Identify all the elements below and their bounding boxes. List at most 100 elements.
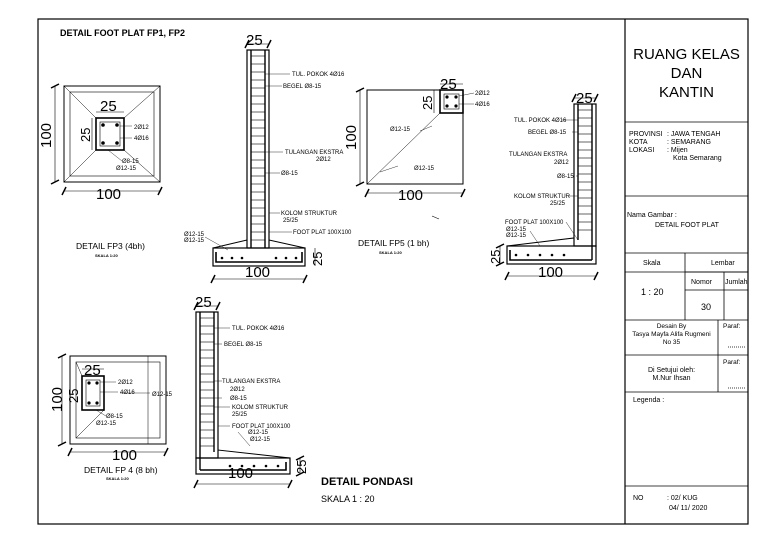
fp5-plan (355, 83, 475, 220)
fp5-dim-width: 100 (398, 187, 423, 204)
kota-label: KOTA (629, 139, 648, 146)
section-2-d1: Ø12-15 (506, 227, 527, 233)
section-3-sengkang: Ø8-15 (230, 396, 247, 402)
section-3 (193, 301, 305, 489)
designer-no: No 35 (662, 339, 681, 346)
fp3-col-width: 25 (100, 98, 117, 115)
fp3-dim-height: 100 (38, 123, 55, 148)
section-1-begel: BEGEL Ø8-15 (283, 84, 322, 90)
section-1-plat: FOOT PLAT 100X100 (293, 230, 352, 236)
fp4-rebar-3: Ø8-15 (106, 414, 123, 420)
section-1-ekstra: TULANGAN EKSTRA (285, 150, 343, 156)
fp3-rebar-3: Ø8-15 (122, 159, 139, 165)
jumlah-header: Jumlah (725, 279, 748, 286)
section-2-tul: TUL. POKOK 4Ø16 (514, 118, 567, 124)
fp5-rebar-4: Ø12-15 (414, 166, 435, 172)
fp5-rebar-3: Ø12-15 (390, 127, 411, 133)
section-2-begel: BEGEL Ø8-15 (528, 130, 567, 136)
section-1-sengkang: Ø8-15 (281, 171, 298, 177)
footer-no-label: NO (633, 495, 644, 502)
drawing-name-label: Nama Gambar : (627, 212, 677, 219)
section-2 (495, 93, 599, 281)
fp4-rebar-2: 4Ø16 (120, 390, 135, 396)
fp4-col-height: 25 (66, 389, 81, 403)
fp3-rebar-4: Ø12-15 (116, 166, 137, 172)
section-2-ekstra2: 2Ø12 (554, 160, 569, 166)
section-2-kolom2: 25/25 (550, 201, 566, 207)
fp3-rebar-1: 2Ø12 (134, 125, 149, 131)
section-1-tul: TUL. POKOK 4Ø16 (292, 72, 345, 78)
section-1-top-dim: 25 (246, 32, 263, 49)
section-3-top-dim: 25 (195, 294, 212, 311)
section-3-ekstra: TULANGAN EKSTRA (222, 379, 280, 385)
provinsi-value: : JAWA TENGAH (667, 131, 721, 138)
designer-block: Desain By Tasya Mayfa Alifa Rugmeni No 3… (625, 323, 718, 347)
main-scale: SKALA 1 : 20 (321, 494, 375, 504)
main-title: DETAIL PONDASI (321, 476, 413, 488)
drawing-name-value: DETAIL FOOT PLAT (655, 222, 719, 229)
section-3-plat: FOOT PLAT 100X100 (232, 424, 291, 430)
fp5-dim-height: 100 (343, 125, 360, 150)
fp4-col-width: 25 (84, 362, 101, 379)
sheet-header: Lembar (711, 260, 735, 267)
location-block: PROVINSI : JAWA TENGAH KOTA : SEMARANG LOK… (629, 131, 747, 163)
nomor-header: Nomor (691, 279, 713, 286)
section-1-foot-dim: 25 (310, 252, 325, 266)
project-name: RUANG KELAS DAN KANTIN (625, 45, 748, 102)
approver-block: Di Setujui oleh: M.Nur Ihsan (625, 367, 718, 383)
section-3-foot-dim: 25 (294, 460, 309, 474)
section-3-kolom: KOLOM STRUKTUR (232, 405, 289, 411)
section-1-kolom2: 25/25 (283, 218, 299, 224)
approver-label: Di Setujui oleh: (647, 367, 696, 374)
approver-paraf: Paraf: (723, 359, 741, 366)
section-3-base-dim: 100 (228, 465, 253, 482)
fp4-title: DETAIL FP 4 (8 bh) (84, 465, 158, 475)
section-2-foot-dim: 25 (488, 250, 503, 264)
footer-no-value: : 02/ KUG (667, 495, 698, 502)
fp4-dim-width: 100 (112, 447, 137, 464)
fp4-rebar-5: Ø12-15 (152, 392, 173, 398)
kota-value: : SEMARANG (667, 139, 711, 146)
fp3-scale: SKALA 1:20 (95, 253, 119, 258)
sheet-number: 30 (701, 302, 712, 312)
approver-name: M.Nur Ihsan (652, 375, 691, 382)
lokasi-label: LOKASI (629, 147, 655, 154)
section-2-base-dim: 100 (538, 264, 563, 281)
fp5-rebar-1: 2Ø12 (475, 91, 490, 97)
section-3-begel: BEGEL Ø8-15 (224, 342, 263, 348)
section-1 (204, 39, 316, 284)
section-2-sengkang: Ø8-15 (557, 174, 574, 180)
lokasi-value-2: Kota Semarang (673, 155, 722, 162)
project-line-3: KANTIN (658, 84, 714, 101)
fp4-dim-height: 100 (49, 387, 66, 412)
section-2-ekstra: TULANGAN EKSTRA (509, 152, 567, 158)
section-3-ekstra2: 2Ø12 (230, 387, 245, 393)
fp3-plan (50, 83, 163, 196)
fp4-scale: SKALA 1:20 (106, 476, 130, 481)
section-1-d1: Ø12-15 (184, 232, 205, 238)
sheet-title: DETAIL FOOT PLAT FP1, FP2 (60, 28, 185, 38)
fp3-rebar-2: 4Ø16 (134, 136, 149, 142)
section-1-d2: Ø12-15 (184, 238, 205, 244)
fp3-col-height: 25 (78, 128, 93, 142)
title-block-grid (625, 121, 748, 487)
designer-label: Desain By (656, 323, 687, 330)
designer-name: Tasya Mayfa Alifa Rugmeni (632, 331, 711, 338)
fp5-col-width: 25 (440, 76, 457, 93)
section-1-ekstra2: 2Ø12 (316, 157, 331, 163)
section-2-kolom: KOLOM STRUKTUR (514, 194, 571, 200)
section-3-tul: TUL. POKOK 4Ø16 (232, 326, 285, 332)
fp3-title: DETAIL FP3 (4bh) (76, 241, 145, 251)
fp4-plan (57, 353, 169, 457)
fp4-rebar-4: Ø12-15 (96, 421, 117, 427)
section-1-kolom: KOLOM STRUKTUR (281, 211, 338, 217)
scale-value: 1 : 20 (641, 287, 664, 297)
section-2-d2: Ø12-15 (506, 233, 527, 239)
fp5-scale: SKALA 1:20 (379, 250, 403, 255)
footer-date: 04/ 11/ 2020 (669, 505, 708, 512)
section-1-base-dim: 100 (245, 264, 270, 281)
scale-header: Skala (643, 260, 661, 267)
provinsi-label: PROVINSI (629, 131, 663, 138)
section-2-top-dim: 25 (576, 90, 593, 107)
